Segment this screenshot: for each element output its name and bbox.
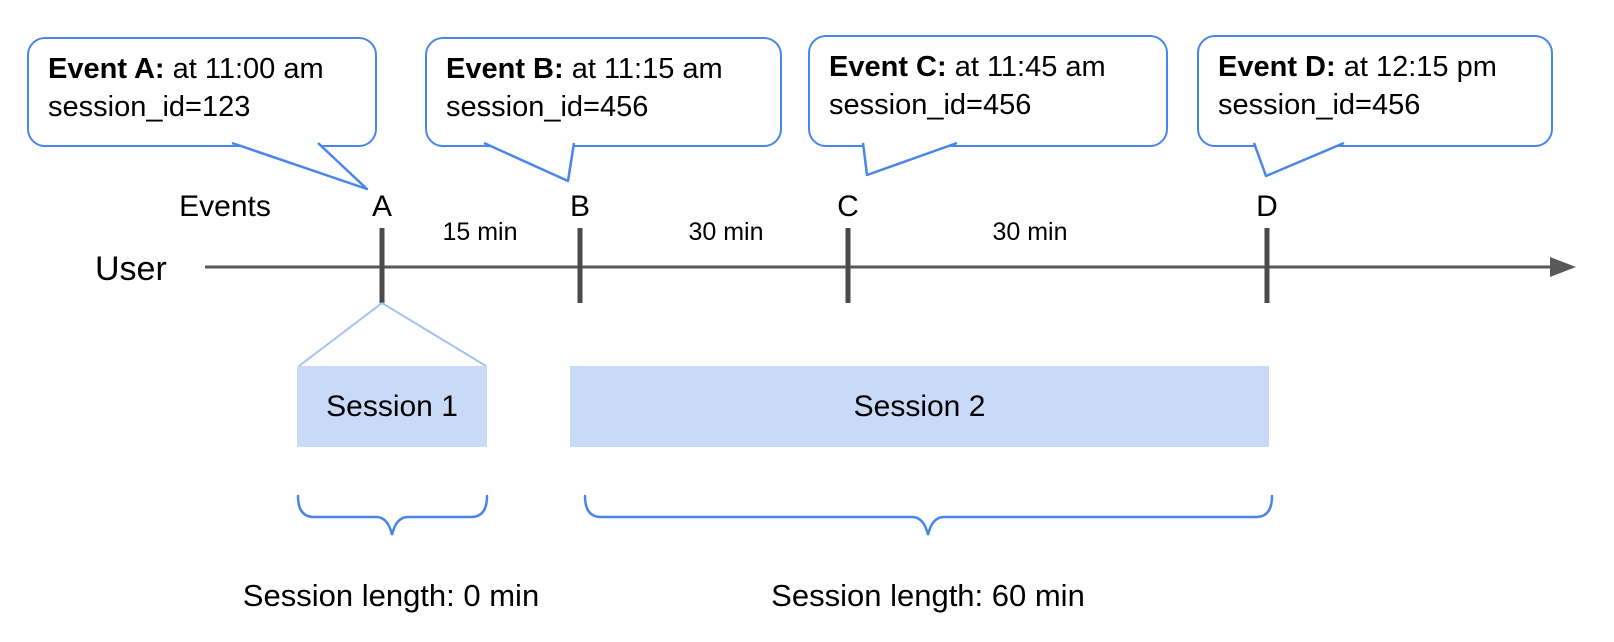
event-a-callout-line1: Event A: at 11:00 am (48, 50, 356, 88)
event-d-callout-title: Event D: (1218, 51, 1336, 83)
session-2-name: Session 2 (853, 389, 986, 423)
event-b-callout-time: at 11:15 am (571, 53, 723, 85)
event-c-callout-session: session_id=456 (829, 89, 1032, 121)
event-d-callout-time: at 12:15 pm (1343, 51, 1497, 83)
session-1-length-label: Session length: 0 min (242, 578, 540, 613)
event-c-callout-time: at 11:45 am (954, 51, 1106, 83)
event-b-callout-session: session_id=456 (446, 91, 649, 123)
event-a-label: A (371, 190, 393, 223)
session-2-brace (583, 494, 1274, 536)
event-c-label: C (837, 190, 859, 223)
event-b-callout-title: Event B: (446, 53, 564, 85)
interval-a-b-label: 15 min (442, 218, 518, 246)
event-c-callout-line1: Event C: at 11:45 am (829, 48, 1147, 86)
event-b-callout-line1: Event B: at 11:15 am (446, 50, 761, 88)
session-1-brace (296, 494, 489, 536)
session-1-connector-right (381, 302, 487, 367)
event-c-callout-title: Event C: (829, 51, 947, 83)
event-c-callout-tail (861, 141, 958, 177)
session-1-box: Session 1 (297, 366, 487, 447)
event-a-callout-title: Event A: (48, 53, 165, 85)
event-d-callout-tail (1252, 141, 1345, 178)
session-2-box: Session 2 (570, 366, 1269, 447)
event-b-callout-tail (483, 141, 576, 183)
event-a-callout-time: at 11:00 am (172, 53, 324, 85)
event-a-callout-tail (231, 141, 369, 191)
interval-c-d-label: 30 min (992, 218, 1068, 246)
event-a-callout: Event A: at 11:00 am session_id=123 (27, 37, 377, 147)
event-d-callout-line1: Event D: at 12:15 pm (1218, 48, 1532, 86)
user-axis-label: User (95, 250, 167, 288)
events-axis-label: Events (179, 190, 271, 223)
event-d-label: D (1256, 190, 1278, 223)
session-1-name: Session 1 (326, 389, 458, 423)
interval-b-c-label: 30 min (688, 218, 764, 246)
timeline-arrowhead-icon (1550, 257, 1576, 277)
session-1-connector-left (298, 302, 383, 367)
session-2-length-label: Session length: 60 min (771, 578, 1085, 613)
event-b-label: B (569, 190, 591, 223)
event-d-callout-session: session_id=456 (1218, 89, 1421, 121)
event-a-callout-session: session_id=123 (48, 91, 251, 123)
event-b-callout: Event B: at 11:15 am session_id=456 (425, 37, 782, 147)
event-c-callout: Event C: at 11:45 am session_id=456 (808, 35, 1168, 147)
event-d-callout: Event D: at 12:15 pm session_id=456 (1197, 35, 1553, 147)
